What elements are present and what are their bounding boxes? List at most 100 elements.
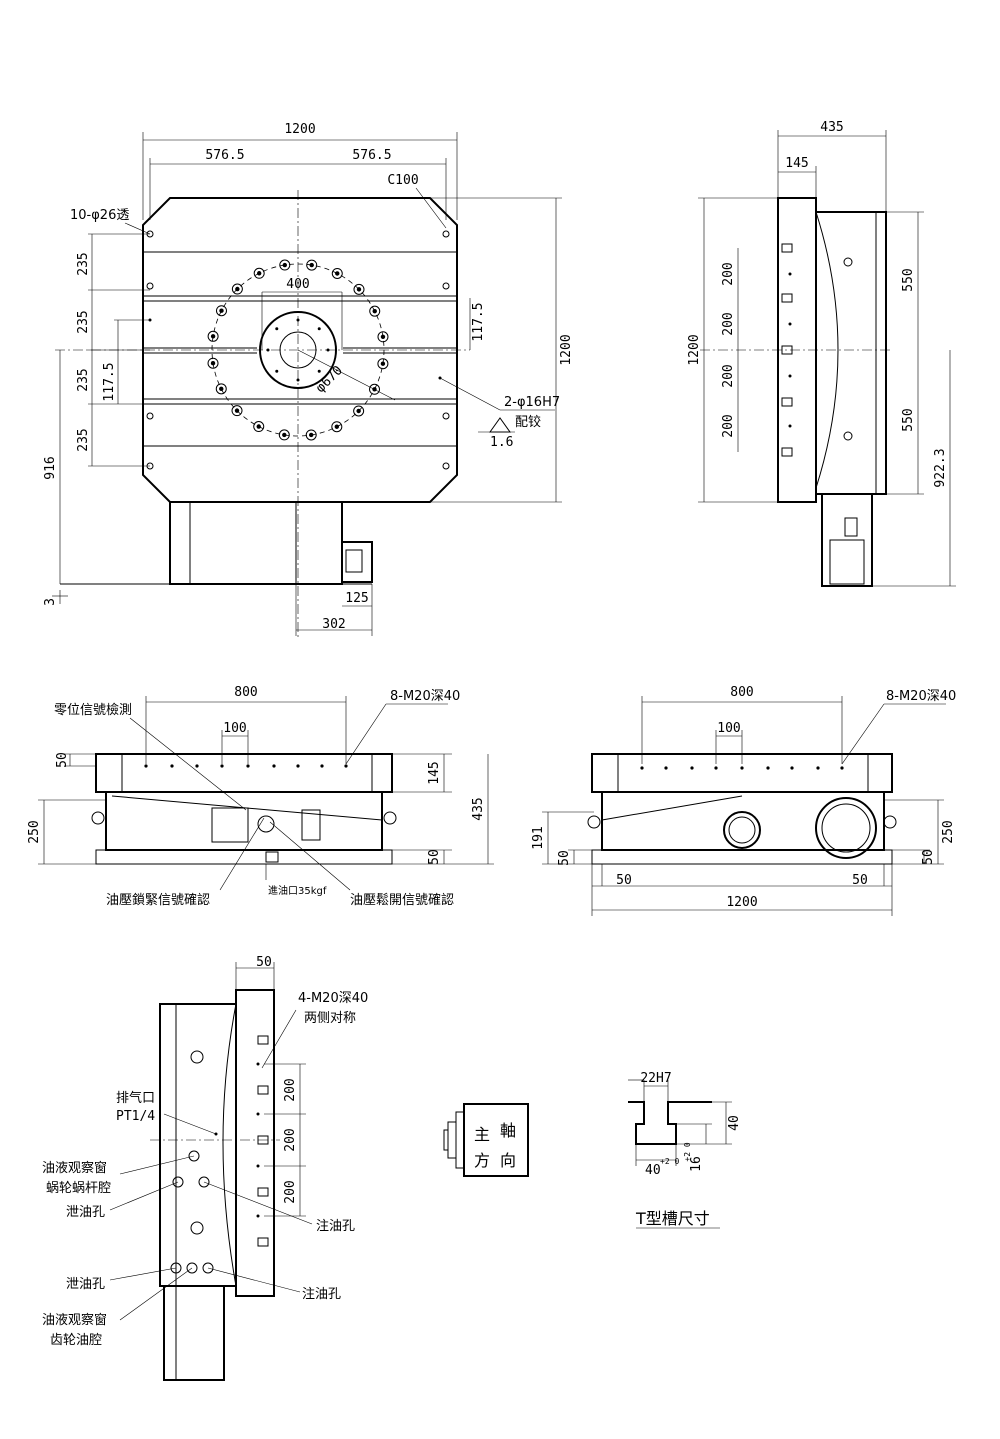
dim-slot-3: 235 [76, 368, 91, 391]
end-view: 50 4-M20深40 两侧对称 200 200 200 排气口 PT1/4 油… [42, 955, 368, 1381]
side-slots [781, 243, 853, 457]
tslot-title: T型槽尺寸 [635, 1209, 710, 1228]
side-dim-550-top: 550 [901, 268, 916, 291]
end-slot [257, 1187, 269, 1197]
label-oil-inlet: 進油口35kgf [268, 884, 327, 897]
dim-overall-width: 1200 [284, 122, 315, 137]
dim-overall-height: 1200 [559, 334, 574, 365]
end-slot-pitch-1: 200 [283, 1078, 298, 1101]
label-rear-tapped: 8-M20深40 [886, 689, 956, 704]
rear-hole [664, 766, 668, 770]
label-sight-glass-gear-2: 齿轮油腔 [50, 1333, 102, 1348]
base-block [169, 501, 343, 585]
rear-dim-250: 250 [941, 820, 956, 843]
rear-hole [740, 766, 744, 770]
front-holes [144, 764, 348, 768]
side-slot [781, 397, 793, 407]
side-slot [781, 293, 793, 303]
bolt-hole [331, 421, 343, 433]
side-slot [781, 447, 793, 457]
roughness-value: 1.6 [490, 435, 513, 450]
end-slot [257, 1035, 269, 1045]
front-dim-800: 800 [234, 685, 257, 700]
front-hole [296, 764, 300, 768]
front-dim-250: 250 [27, 820, 42, 843]
dim-117-5-right: 117.5 [471, 302, 486, 341]
label-release-signal: 油壓鬆開信號確認 [350, 892, 454, 908]
side-view: 435 145 1200 200 200 200 200 550 550 922… [687, 120, 956, 587]
bolt-holes [207, 259, 389, 441]
side-dim-145: 145 [785, 156, 808, 171]
front-dim-435: 435 [471, 797, 486, 820]
bolt-hole [369, 305, 381, 317]
dim-diameter: φ670 [313, 363, 346, 396]
rear-hole [790, 766, 794, 770]
label-sight-glass-worm-1: 油液观察窗 [42, 1160, 107, 1176]
bolt-hole [207, 357, 219, 369]
label-clamp-signal: 油壓鎖緊信號確認 [106, 892, 210, 908]
tslot-tol-40: +2 0 [660, 1157, 679, 1166]
label-dowel-note: 配铰 [515, 415, 541, 430]
side-dim-550-bottom: 550 [901, 408, 916, 431]
rear-dim-1200: 1200 [726, 895, 757, 910]
bolt-hole [331, 267, 343, 279]
dim-half-left: 576.5 [205, 148, 244, 163]
front-hole [144, 764, 148, 768]
dim-125: 125 [345, 591, 368, 606]
tslot-dim-16: 16 [689, 1156, 704, 1172]
label-fill-2: 注油孔 [302, 1287, 341, 1302]
rear-dim-50-left: 50 [557, 850, 572, 866]
dim-chamfer: C100 [387, 173, 418, 188]
label-front-tapped: 8-M20深40 [390, 689, 460, 704]
label-drain-1: 泄油孔 [66, 1205, 105, 1220]
bolt-hole [215, 305, 227, 317]
rear-dim-800: 800 [730, 685, 753, 700]
side-slot [781, 243, 793, 253]
side-dim-1200: 1200 [687, 334, 702, 365]
t-slot-detail: 22H7 40 40 +2 0 16 +2 0 T型槽尺寸 [628, 1071, 742, 1229]
rear-dim-50-right: 50 [921, 849, 936, 865]
front-hole [320, 764, 324, 768]
front-hole [246, 764, 250, 768]
dim-117-5-left: 117.5 [102, 362, 117, 401]
end-slot [257, 1135, 269, 1145]
spindle-char-2: 軸 [500, 1121, 516, 1140]
tslot-dim-40-height: 40 [727, 1115, 742, 1131]
rear-dim-50-br: 50 [852, 873, 868, 888]
end-dim-50: 50 [256, 955, 272, 970]
end-slot-pitch-3: 200 [283, 1180, 298, 1203]
end-slots [256, 1035, 269, 1247]
spindle-direction-icon: 主 軸 方 向 [443, 1103, 529, 1177]
bolt-hole [231, 405, 243, 417]
rear-hole [816, 766, 820, 770]
label-fill-1: 注油孔 [316, 1219, 355, 1234]
label-dowel-holes: 2-φ16H7 [504, 395, 560, 410]
rear-hole [766, 766, 770, 770]
tslot-dim-22h7: 22H7 [640, 1071, 671, 1086]
rear-hole [840, 766, 844, 770]
bolt-hole [207, 330, 219, 342]
rear-dim-191: 191 [531, 826, 546, 849]
side-slot-pitch-1: 200 [721, 262, 736, 285]
front-hole [195, 764, 199, 768]
bolt-hole [306, 259, 318, 271]
bolt-hole [353, 283, 365, 295]
bolt-hole [253, 267, 265, 279]
edge-holes [146, 230, 450, 470]
label-vent-port: 排气口 [116, 1090, 155, 1106]
end-slot [257, 1085, 269, 1095]
side-dim-922-3: 922.3 [933, 448, 948, 487]
bolt-hole [377, 331, 389, 343]
label-sight-glass-worm-2: 蜗轮蜗杆腔 [46, 1180, 111, 1196]
label-symmetric: 两侧对称 [304, 1011, 356, 1026]
dim-slot-4: 235 [76, 428, 91, 451]
dim-bolt-circle-inner: 400 [286, 277, 309, 292]
rear-hole [714, 766, 718, 770]
side-slot-pitch-4: 200 [721, 414, 736, 437]
rear-dim-100: 100 [717, 721, 740, 736]
front-hole [170, 764, 174, 768]
label-vent-size: PT1/4 [116, 1109, 155, 1124]
rear-holes [640, 766, 844, 770]
rear-hole [690, 766, 694, 770]
end-slot-pitch-2: 200 [283, 1128, 298, 1151]
